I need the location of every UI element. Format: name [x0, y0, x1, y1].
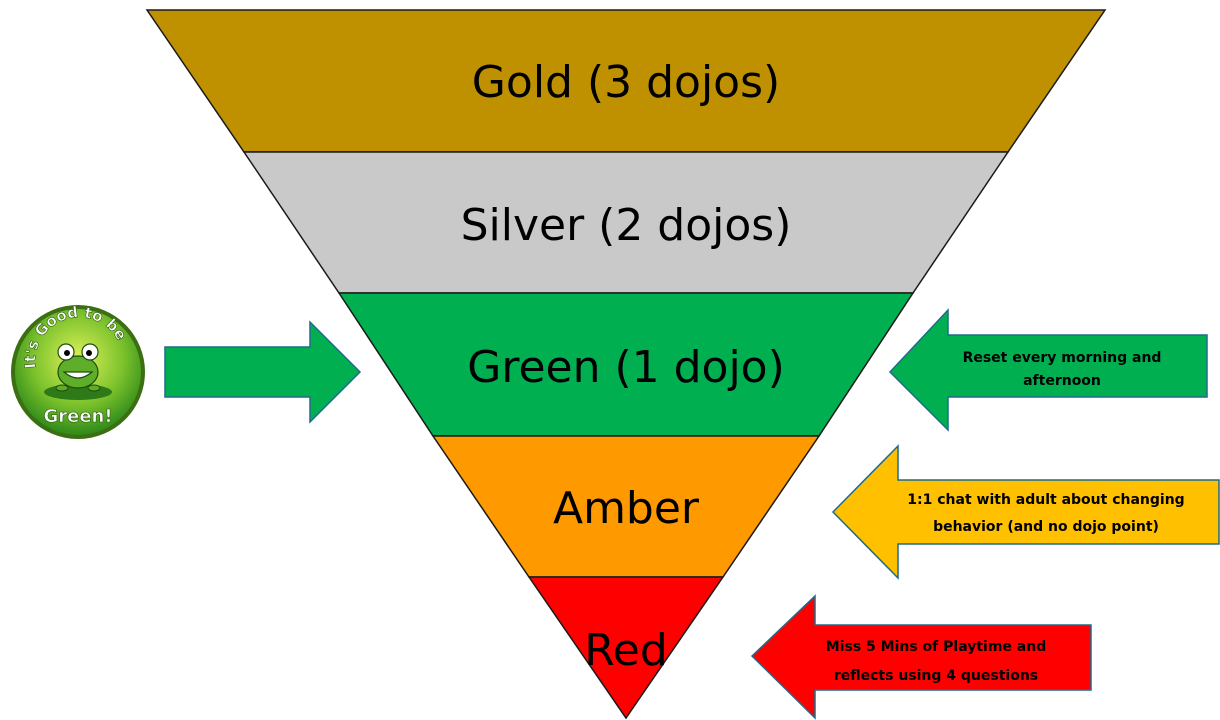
tier-red [527, 576, 725, 720]
red-note-arrow: Miss 5 Mins of Playtime and reflects usi… [750, 594, 1092, 720]
amber-note-arrow: 1:1 chat with adult about changing behav… [831, 444, 1220, 580]
red-note-line2: reflects using 4 questions [834, 668, 1038, 684]
amber-note-line2: behavior (and no dojo point) [933, 519, 1159, 535]
green-note-line1: Reset every morning and [963, 350, 1162, 366]
green-note-arrow: Reset every morning and afternoon [888, 308, 1208, 432]
tier-green-label: Green (1 dojo) [467, 342, 785, 393]
tier-silver-label: Silver (2 dojos) [461, 200, 792, 251]
tier-gold-label: Gold (3 dojos) [472, 57, 780, 108]
green-right-arrow [164, 320, 362, 424]
tier-amber-label: Amber [553, 483, 700, 534]
tier-pyramid: Gold (3 dojos) Silver (2 dojos) Green (1… [145, 9, 1107, 720]
good-to-be-green-badge: It's Good to be Green! [11, 303, 145, 439]
green-note-line2: afternoon [1023, 373, 1101, 389]
red-note-line1: Miss 5 Mins of Playtime and [826, 639, 1046, 655]
tier-red-label: Red [584, 625, 668, 676]
badge-bottom-text: Green! [43, 406, 112, 427]
frog-icon [44, 343, 112, 400]
amber-note-line1: 1:1 chat with adult about changing [907, 492, 1184, 508]
